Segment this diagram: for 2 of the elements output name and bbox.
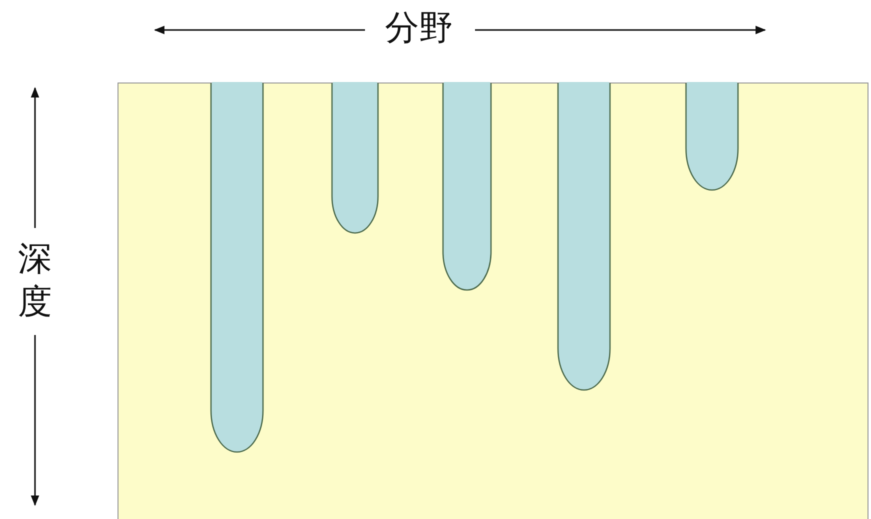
axis-label: 深度 <box>18 238 52 323</box>
axis-label: 分野 <box>385 10 453 48</box>
